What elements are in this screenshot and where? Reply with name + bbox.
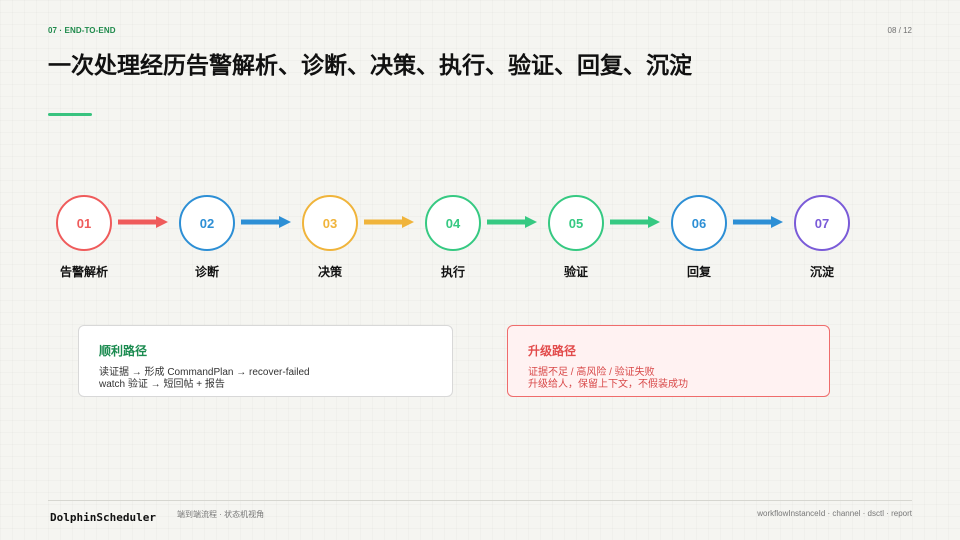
- flow-arrow-6: [733, 215, 783, 229]
- flow-arrow-2: [241, 215, 291, 229]
- footer-subtitle: 端到端流程 · 状态机视角: [177, 510, 265, 519]
- right-arrow-icon: [118, 216, 168, 228]
- flow-step-label-reply: 回复: [686, 265, 711, 279]
- right-arrow-icon: [487, 216, 537, 228]
- flow-step-02: 02: [179, 195, 235, 251]
- title-accent-line: [48, 113, 92, 116]
- footer-metadata: workflowInstanceId · channel · dsctl · r…: [757, 509, 912, 518]
- escalation-path-card: 升级路径 证据不足 / 高风险 / 验证失败 升级给人，保留上下文，不假装成功: [507, 325, 830, 397]
- right-arrow-icon: [733, 216, 783, 228]
- flow-step-label-sedimentation: 沉淀: [809, 265, 834, 279]
- flow-step-03: 03: [302, 195, 358, 251]
- flow-step-04: 04: [425, 195, 481, 251]
- page-number: 08 / 12: [887, 26, 912, 35]
- footer-brand: DolphinScheduler: [50, 511, 156, 524]
- success-path-line-2: watch 验证 → 短回帖 + 报告: [99, 379, 225, 390]
- flow-step-05: 05: [548, 195, 604, 251]
- flow-step-07: 07: [794, 195, 850, 251]
- success-path-title: 顺利路径: [99, 344, 148, 358]
- flow-arrow-4: [487, 215, 537, 229]
- right-arrow-icon: [610, 216, 660, 228]
- flow-arrow-3: [364, 215, 414, 229]
- page-title: 一次处理经历告警解析、诊断、决策、执行、验证、回复、沉淀: [48, 52, 692, 78]
- section-kicker: 07 · END-TO-END: [48, 26, 116, 35]
- escalation-path-line-1: 证据不足 / 高风险 / 验证失败: [528, 367, 655, 378]
- footer-divider: [48, 500, 912, 501]
- flow-step-label-diagnosis: 诊断: [194, 265, 219, 279]
- flow-step-06: 06: [671, 195, 727, 251]
- flow-step-01: 01: [56, 195, 112, 251]
- escalation-path-title: 升级路径: [528, 344, 577, 358]
- flow-step-label-decision: 决策: [317, 265, 342, 279]
- flow-arrow-1: [118, 215, 168, 229]
- right-arrow-icon: [241, 216, 291, 228]
- flow-arrow-5: [610, 215, 660, 229]
- flow-step-label-verification: 验证: [563, 265, 588, 279]
- escalation-path-line-2: 升级给人，保留上下文，不假装成功: [528, 379, 688, 390]
- flow-step-label-execution: 执行: [440, 265, 465, 279]
- flow-step-label-alert-parsing: 告警解析: [59, 265, 108, 279]
- right-arrow-icon: [364, 216, 414, 228]
- success-path-card: 顺利路径 读证据 → 形成 CommandPlan → recover-fail…: [78, 325, 453, 397]
- success-path-line-1: 读证据 → 形成 CommandPlan → recover-failed: [99, 367, 310, 378]
